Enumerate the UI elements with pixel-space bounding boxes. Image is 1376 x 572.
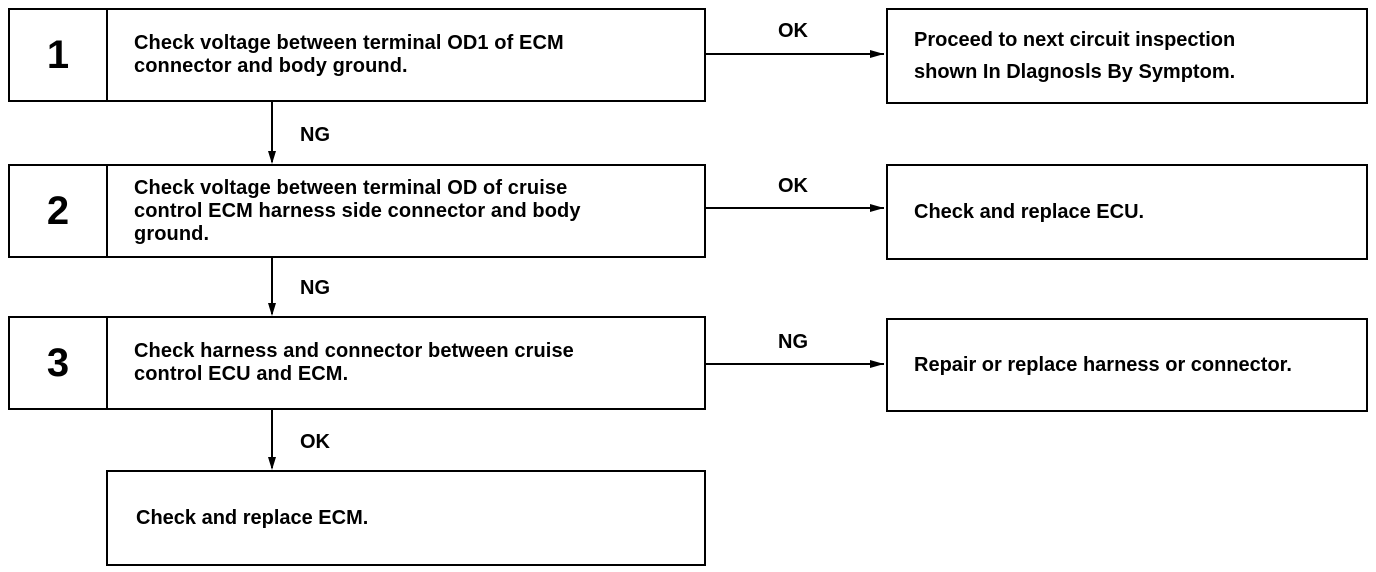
result-1-box: Proceed to next circuit inspection shown… xyxy=(886,8,1368,104)
step-2-text: Check voltage between terminal OD of cru… xyxy=(134,176,581,245)
final-step-text: Check and replace ECM. xyxy=(136,506,369,529)
result-3-box: Repair or replace harness or connector. xyxy=(886,318,1368,412)
step-3-text: Check harness and connector between crui… xyxy=(134,340,574,385)
down-label-3: OK xyxy=(300,431,330,453)
condition-label-step1: OK xyxy=(778,20,808,42)
arrowhead-step1-ok xyxy=(870,50,884,58)
condition-label-step2: OK xyxy=(778,175,808,197)
down-label-1: NG xyxy=(300,124,330,146)
result-1-text: Proceed to next circuit inspection shown… xyxy=(914,29,1236,83)
result-2-text: Check and replace ECU. xyxy=(914,201,1145,223)
step-3-box: 3 Check harness and connector between cr… xyxy=(8,316,706,410)
condition-label-step3: NG xyxy=(778,331,808,353)
step-1-number: 1 xyxy=(10,10,108,100)
arrowhead-step2-ok xyxy=(870,204,884,212)
step-3-number: 3 xyxy=(10,318,108,408)
down-label-2: NG xyxy=(300,277,330,299)
final-step-box: Check and replace ECM. xyxy=(106,470,706,566)
step-1-text: Check voltage between terminal OD1 of EC… xyxy=(134,32,564,77)
result-3-text: Repair or replace harness or connector. xyxy=(914,354,1292,376)
arrowhead-to-step3 xyxy=(268,303,276,316)
arrowhead-to-final xyxy=(268,457,276,470)
arrowhead-step3-ng xyxy=(870,360,884,368)
step-1-box: 1 Check voltage between terminal OD1 of … xyxy=(8,8,706,102)
arrowhead-to-step2 xyxy=(268,151,276,164)
step-2-number: 2 xyxy=(10,166,108,256)
result-2-box: Check and replace ECU. xyxy=(886,164,1368,260)
step-2-box: 2 Check voltage between terminal OD of c… xyxy=(8,164,706,258)
